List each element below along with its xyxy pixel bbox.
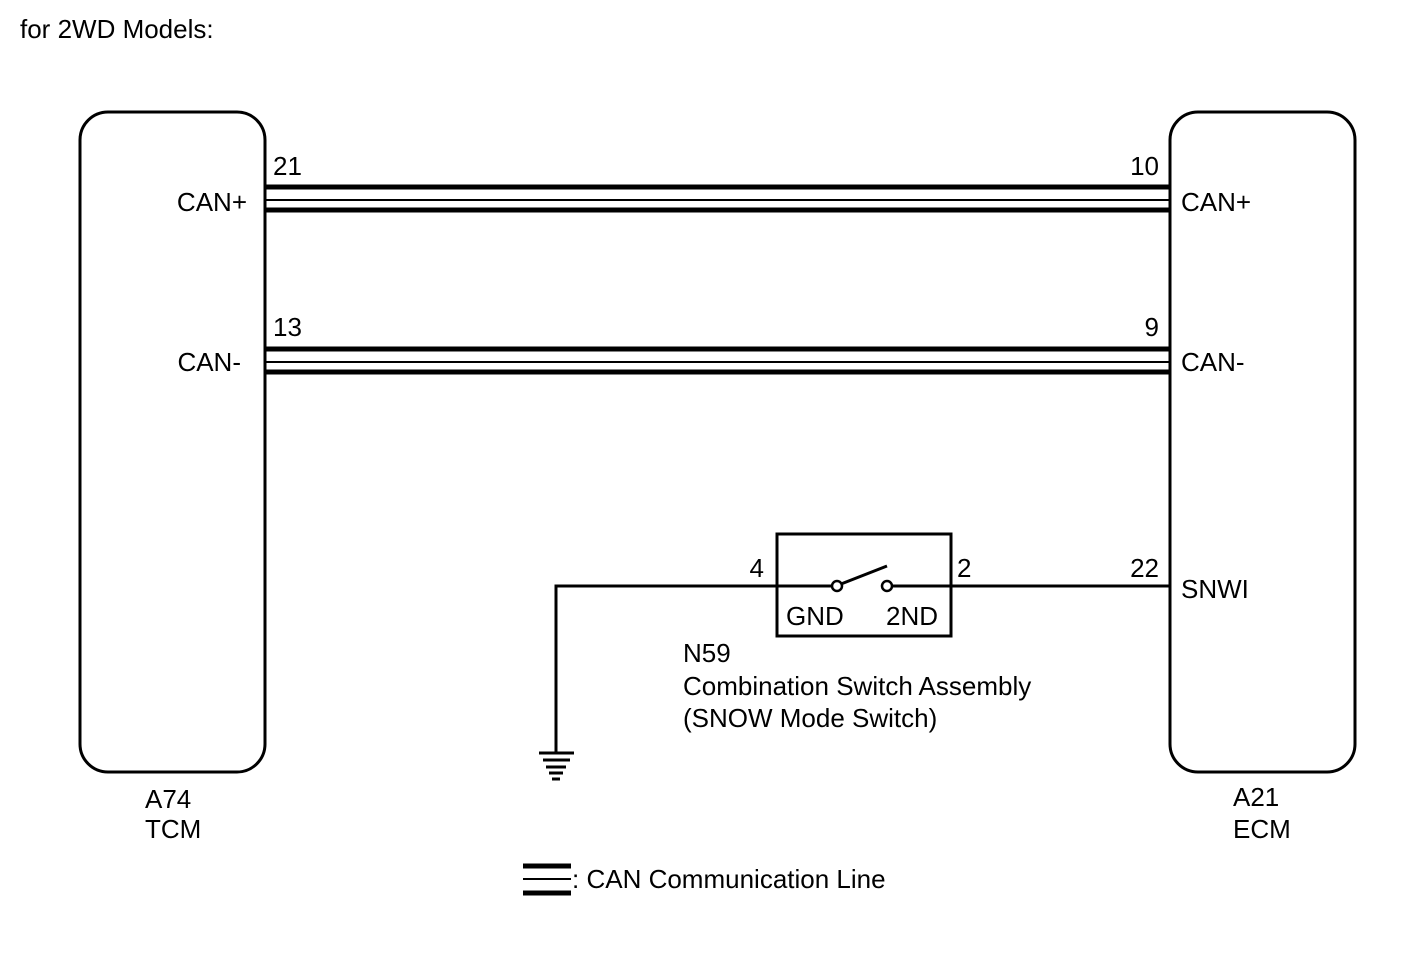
legend-can-symbol (523, 863, 571, 896)
switch-subtitle: (SNOW Mode Switch) (683, 703, 937, 733)
ecm-can-minus-pin: 9 (1145, 312, 1159, 342)
ecm-snwi-pin: 22 (1130, 553, 1159, 583)
ecm-can-plus-label: CAN+ (1181, 187, 1251, 217)
switch-left-pin: 4 (750, 553, 764, 583)
tcm-name: TCM (145, 814, 201, 844)
tcm-can-minus-pin: 13 (273, 312, 302, 342)
switch-2nd-label: 2ND (886, 601, 938, 631)
tcm-can-plus-label: CAN+ (177, 187, 247, 217)
tcm-id: A74 (145, 784, 191, 814)
ecm-can-plus-pin: 10 (1130, 151, 1159, 181)
tcm-can-plus-pin: 21 (273, 151, 302, 181)
can-minus-line (265, 346, 1170, 375)
switch-gnd-label: GND (786, 601, 844, 631)
ecm-snwi-label: SNWI (1181, 574, 1249, 604)
ecm-block (1168, 110, 1357, 774)
ground-icon (539, 751, 574, 781)
ground-wire (554, 584, 777, 752)
switch-contact-icon (777, 564, 951, 593)
tcm-can-minus-label: CAN- (177, 347, 241, 377)
switch-id: N59 (683, 638, 731, 668)
diagram-title: for 2WD Models: (20, 14, 214, 44)
legend-text: : CAN Communication Line (572, 864, 886, 894)
ecm-id: A21 (1233, 782, 1279, 812)
tcm-block (78, 110, 267, 774)
ecm-name: ECM (1233, 814, 1291, 844)
switch-right-pin: 2 (957, 553, 971, 583)
ecm-can-minus-label: CAN- (1181, 347, 1245, 377)
can-plus-line (265, 184, 1170, 213)
switch-name: Combination Switch Assembly (683, 671, 1031, 701)
